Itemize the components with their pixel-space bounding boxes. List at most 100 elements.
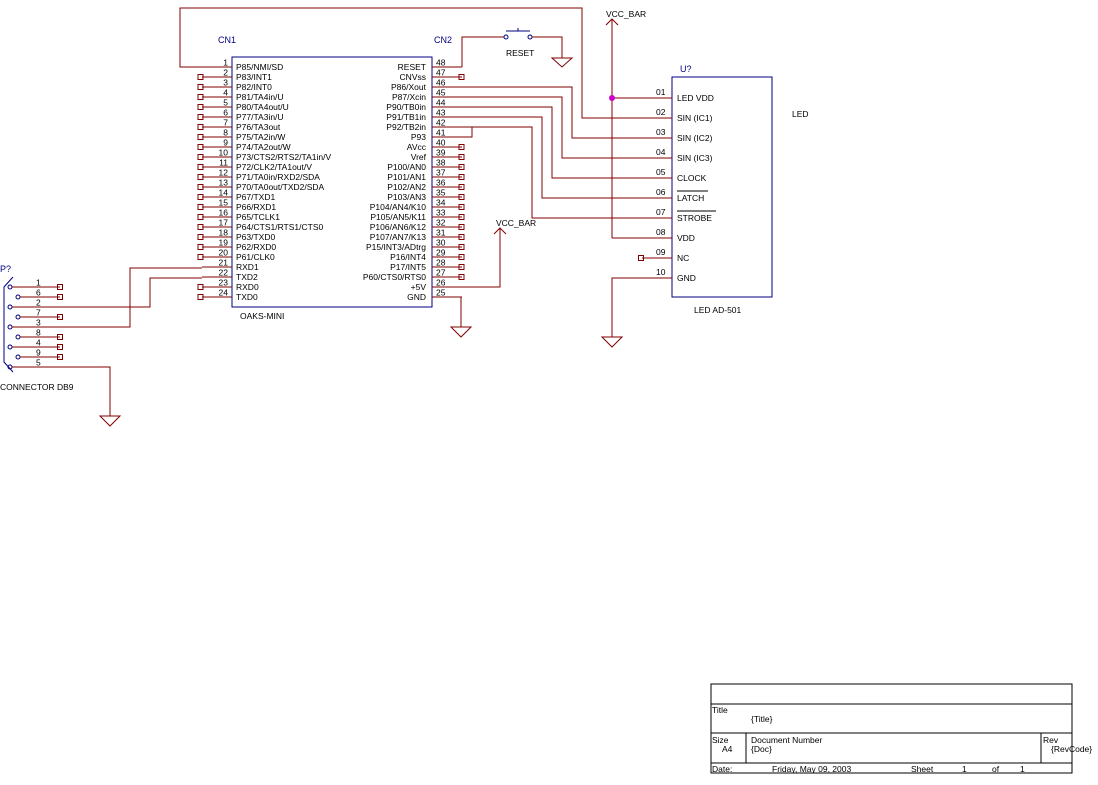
cn1-pin-number: 9 bbox=[223, 138, 228, 148]
sheet-value: 1 bbox=[962, 764, 967, 774]
no-connect-marker bbox=[57, 314, 63, 320]
cn1-pin-number: 22 bbox=[219, 268, 229, 278]
ground-symbol bbox=[550, 57, 574, 68]
db9-pin-contact bbox=[15, 334, 21, 340]
size-value: A4 bbox=[722, 744, 733, 754]
cn1-pin-number: 48 bbox=[436, 58, 446, 68]
db9-pin-number: 9 bbox=[36, 348, 41, 358]
no-connect-marker bbox=[458, 164, 465, 170]
db9-pin-number: 4 bbox=[36, 338, 41, 348]
cn1-pin-label: P92/TB2in bbox=[386, 122, 426, 132]
cn1-pin-label: GND bbox=[407, 292, 426, 302]
no-connect-marker bbox=[458, 274, 465, 280]
cn1-pin-number: 29 bbox=[436, 248, 446, 258]
db9-pin-contact bbox=[15, 354, 21, 360]
db9-refdes: P? bbox=[0, 264, 11, 274]
no-connect-marker bbox=[197, 144, 204, 150]
date-label: Date: bbox=[712, 764, 732, 774]
docnum-label: Document Number bbox=[751, 735, 823, 745]
no-connect-marker bbox=[458, 264, 465, 270]
cn1-pin-label: P16/INT4 bbox=[390, 252, 426, 262]
cn1-pin-label: P83/INT1 bbox=[236, 72, 272, 82]
cn1-pin-label: P101/AN1 bbox=[387, 172, 426, 182]
no-connect-marker bbox=[197, 194, 204, 200]
wire-db9-2-to-txd2 bbox=[32, 277, 202, 308]
ground-symbol bbox=[449, 326, 473, 338]
cn1-pin-number: 39 bbox=[436, 148, 446, 158]
no-connect-marker bbox=[197, 164, 204, 170]
cn1-pin-number: 43 bbox=[436, 108, 446, 118]
u-pin-label: LED VDD bbox=[677, 93, 714, 103]
no-connect-marker bbox=[57, 344, 63, 350]
u-pin-number: 05 bbox=[656, 167, 666, 177]
cn1-pin-number: 13 bbox=[219, 178, 229, 188]
u-pin-number: 09 bbox=[656, 247, 666, 257]
wire-p87-to-sin-ic3 bbox=[462, 96, 642, 159]
cn1-pin-number: 35 bbox=[436, 188, 446, 198]
u-pin-number: 10 bbox=[656, 267, 666, 277]
cn1-pin-number: 32 bbox=[436, 218, 446, 228]
cn1-pin-number: 20 bbox=[219, 248, 229, 258]
wire-p92-to-strobe bbox=[462, 126, 642, 219]
cn1-pin-label: Vref bbox=[411, 152, 427, 162]
no-connect-marker bbox=[197, 154, 204, 160]
u-pin-number: 03 bbox=[656, 127, 666, 137]
cn1-pin-label: TXD0 bbox=[236, 292, 258, 302]
no-connect-marker bbox=[57, 354, 63, 360]
led-label: LED bbox=[792, 109, 809, 119]
no-connect-marker bbox=[197, 234, 204, 240]
db9-pin-contact bbox=[7, 344, 13, 350]
cn1-pin-number: 5 bbox=[223, 98, 228, 108]
cn1-pin-number: 16 bbox=[219, 208, 229, 218]
cn1-pin-label: P87/Xcin bbox=[392, 92, 426, 102]
u-pin-number: 07 bbox=[656, 207, 666, 217]
title-block: Title {Title} Size A4 Document Number {D… bbox=[710, 683, 1092, 774]
u-pin-number: 02 bbox=[656, 107, 666, 117]
ground-symbol bbox=[600, 336, 624, 348]
rev-label: Rev bbox=[1043, 735, 1059, 745]
wire-u-gnd bbox=[611, 277, 642, 337]
cn1-pin-label: P103/AN3 bbox=[387, 192, 426, 202]
cn1-pin-number: 7 bbox=[223, 118, 228, 128]
db9-part-name: CONNECTOR DB9 bbox=[0, 382, 74, 392]
wire-p90-to-clock bbox=[462, 106, 642, 179]
no-connect-marker bbox=[197, 184, 204, 190]
cn1-pin-number: 47 bbox=[436, 68, 446, 78]
db9-pin-number: 6 bbox=[36, 288, 41, 298]
cn1-pin-label: P82/INT0 bbox=[236, 82, 272, 92]
no-connect-marker bbox=[638, 255, 644, 261]
db9-shell bbox=[3, 276, 14, 373]
cn2-refdes: CN2 bbox=[434, 35, 452, 45]
u-pin-number: 04 bbox=[656, 147, 666, 157]
no-connect-marker bbox=[197, 254, 204, 260]
cn1-right-pins: 48RESET47CNVss46P86/Xout45P87/Xcin44P90/… bbox=[363, 58, 465, 302]
cn1-pin-number: 2 bbox=[223, 68, 228, 78]
vcc-bar-mid-label: VCC_BAR bbox=[496, 218, 536, 228]
cn1-pin-number: 36 bbox=[436, 178, 446, 188]
cn1-refdes: CN1 bbox=[218, 35, 236, 45]
db9-pin-number: 8 bbox=[36, 328, 41, 338]
cn1-pin-label: P72/CLK2/TA1out/V bbox=[236, 162, 312, 172]
wire-pin1-to-sin-ic1 bbox=[179, 7, 642, 119]
no-connect-marker bbox=[458, 204, 465, 210]
cn1-pin-number: 25 bbox=[436, 288, 446, 298]
u-pin-label: VDD bbox=[677, 233, 695, 243]
no-connect-marker bbox=[458, 244, 465, 250]
cn1-pin-label: P91/TB1in bbox=[386, 112, 426, 122]
u-pin-label: SIN (IC2) bbox=[677, 133, 713, 143]
u-pin-label: GND bbox=[677, 273, 696, 283]
cn1-pin-number: 41 bbox=[436, 128, 446, 138]
cn1-pin-number: 6 bbox=[223, 108, 228, 118]
no-connect-marker bbox=[197, 104, 204, 110]
cn1-body bbox=[231, 56, 433, 308]
cn1-pin-number: 23 bbox=[219, 278, 229, 288]
reset-gnd-wire bbox=[532, 36, 563, 58]
db9-pin-contact bbox=[15, 294, 21, 300]
no-connect-marker bbox=[197, 224, 204, 230]
cn1-pin-label: P102/AN2 bbox=[387, 182, 426, 192]
cn1-pin-label: P61/CLK0 bbox=[236, 252, 275, 262]
no-connect-marker bbox=[458, 144, 465, 150]
cn1-pin-label: P62/RXD0 bbox=[236, 242, 276, 252]
